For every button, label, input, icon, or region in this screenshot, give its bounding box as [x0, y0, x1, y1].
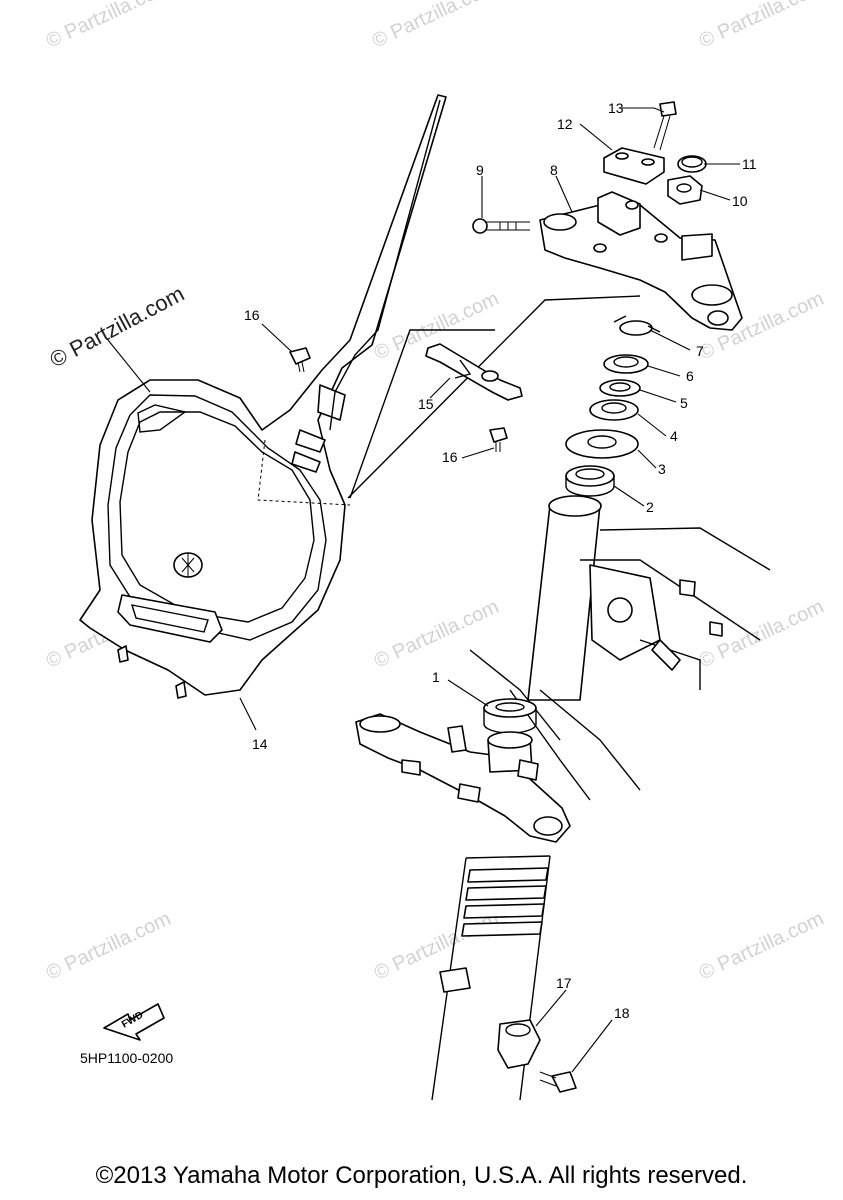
- callout-6: 6: [686, 368, 694, 384]
- callouts: 13 12 11 10 9 8 7 6 5 4 3 2 1 14 15 16 1…: [244, 100, 757, 1021]
- bolt-part-16-lower: [489, 427, 508, 452]
- callout-14: 14: [252, 736, 268, 752]
- nut-part-4: [589, 399, 639, 421]
- forward-arrow-icon: FWD: [103, 1003, 165, 1041]
- leader-lines: [107, 107, 740, 1073]
- watermark: © Partzilla.com: [43, 0, 174, 53]
- bolt-part-16-upper: [289, 347, 311, 373]
- callout-17: 17: [556, 975, 572, 991]
- callout-16-upper: 16: [244, 307, 260, 323]
- washer-part-5: [599, 379, 641, 397]
- callout-7: 7: [696, 343, 704, 359]
- cap-part-12: [603, 147, 665, 185]
- copyright-notice: ©2013 Yamaha Motor Corporation, U.S.A. A…: [95, 1162, 748, 1189]
- stay-dashed-outline: [257, 295, 641, 506]
- clamp-part-17: [497, 1019, 541, 1069]
- callout-2: 2: [646, 499, 654, 515]
- seal-part-3: [565, 429, 639, 459]
- number-plate-part-14: [79, 94, 447, 699]
- washer-part-7: [613, 315, 661, 336]
- lower-bracket: [355, 713, 571, 843]
- watermark-main: © Partzilla.com: [46, 281, 189, 373]
- cap-part-11: [677, 155, 707, 173]
- watermark: © Partzilla.com: [371, 596, 502, 673]
- callout-11: 11: [742, 156, 757, 172]
- watermark: © Partzilla.com: [369, 0, 500, 53]
- nut-part-10: [667, 175, 703, 205]
- callout-16-lower: 16: [442, 449, 458, 465]
- bearing-part-2: [565, 465, 615, 497]
- callout-15: 15: [418, 396, 434, 412]
- watermark: © Partzilla.com: [371, 908, 502, 985]
- callout-9: 9: [476, 162, 484, 178]
- bolt-part-9: [472, 218, 530, 234]
- callout-5: 5: [680, 395, 688, 411]
- bolt-part-18: [539, 1071, 577, 1093]
- callout-12: 12: [557, 116, 573, 132]
- callout-1: 1: [432, 669, 440, 685]
- bracket-part-15: [425, 343, 523, 401]
- frame-head-pipe: [469, 495, 771, 801]
- fork-tube: [431, 855, 551, 1101]
- watermark: © Partzilla.com: [696, 908, 827, 985]
- callout-8: 8: [550, 162, 558, 178]
- callout-13: 13: [608, 100, 624, 116]
- bolt-part-13: [653, 101, 677, 151]
- callout-10: 10: [732, 193, 748, 209]
- upper-bracket-part-8: [539, 191, 743, 331]
- nut-part-6: [603, 354, 649, 374]
- callout-4: 4: [670, 428, 678, 444]
- watermark: © Partzilla.com: [43, 908, 174, 985]
- watermark: © Partzilla.com: [696, 0, 827, 53]
- diagram-code: 5HP1100-0200: [80, 1050, 174, 1066]
- callout-3: 3: [658, 461, 666, 477]
- callout-18: 18: [614, 1005, 630, 1021]
